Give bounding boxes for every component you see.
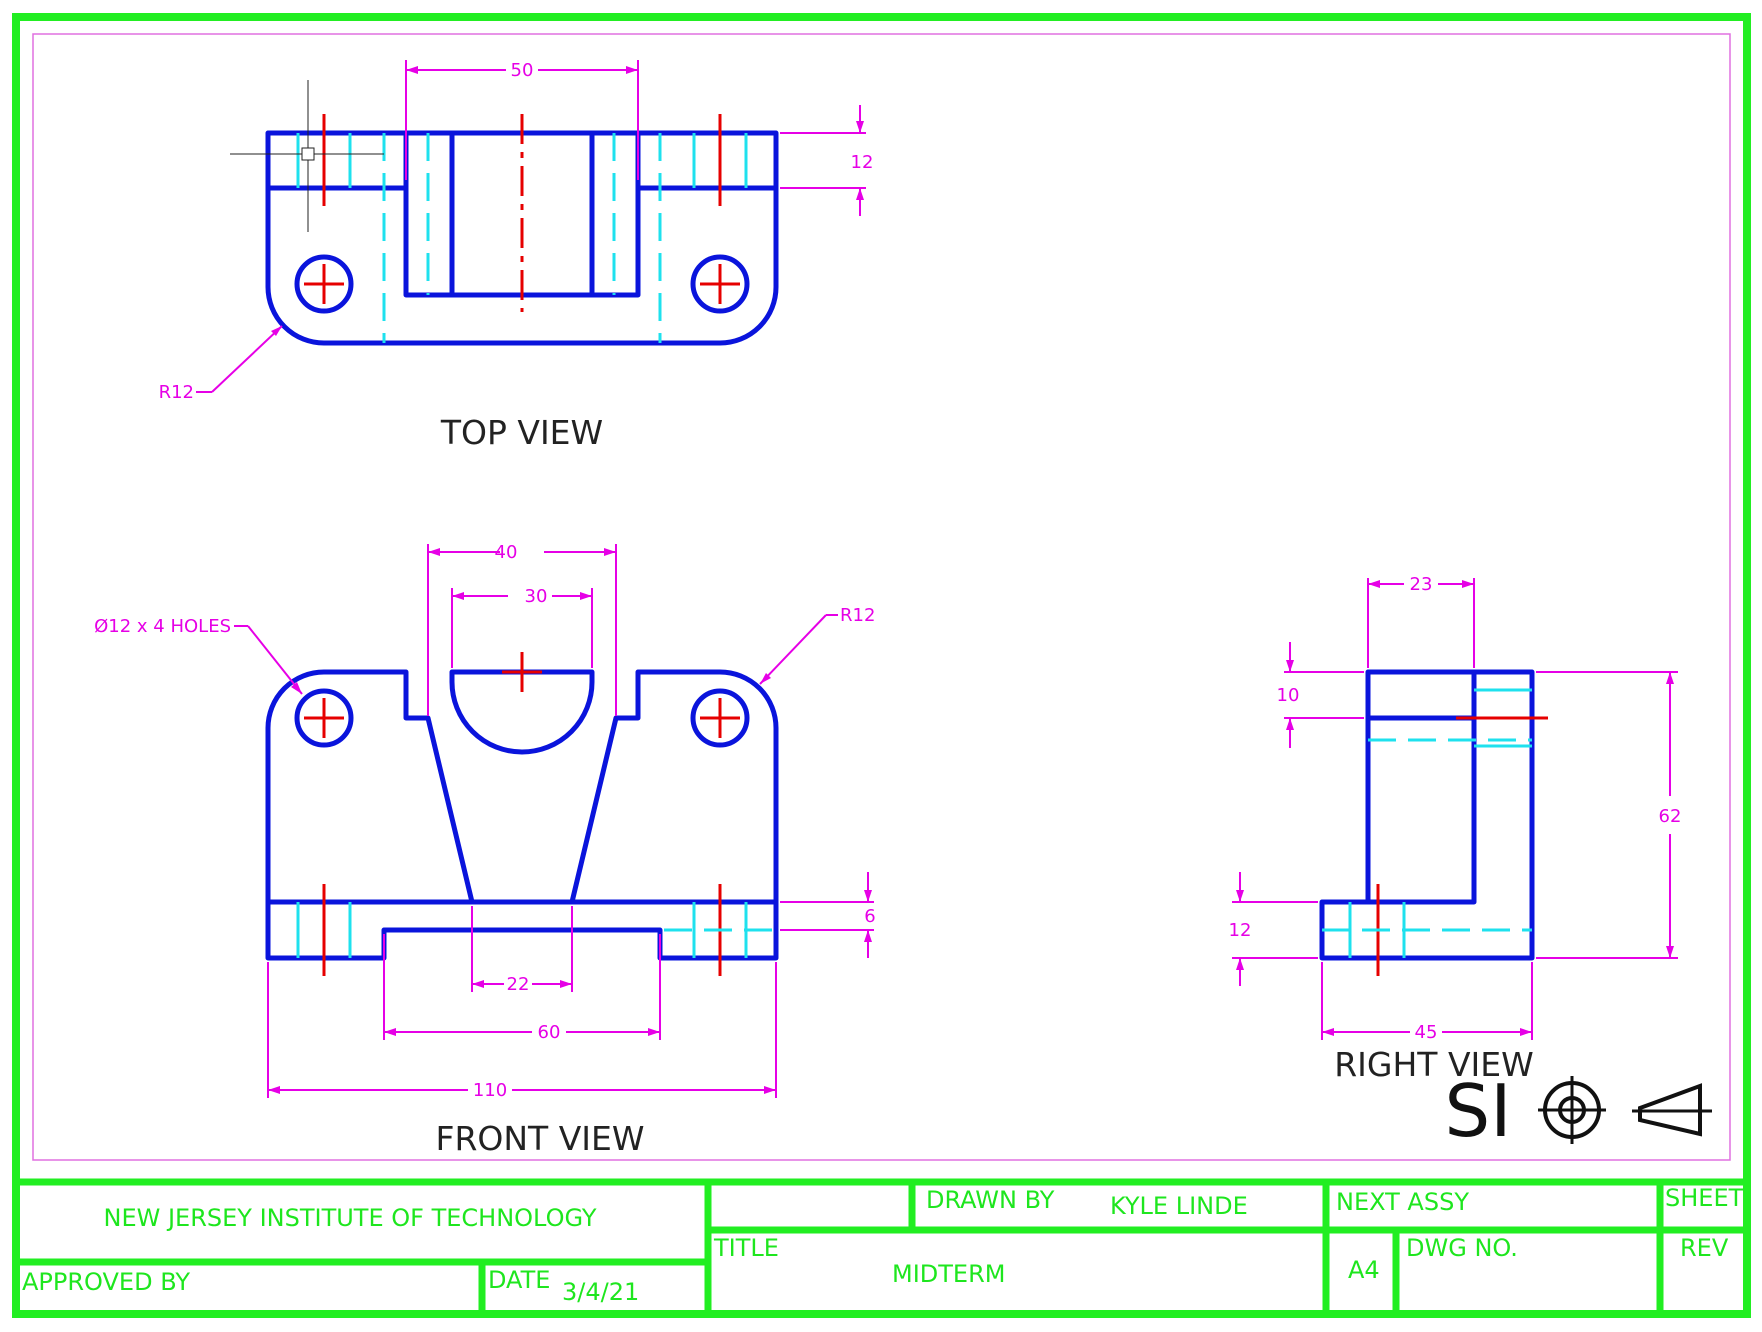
dim-right-base: 12 [1229,920,1252,941]
right-view-label: RIGHT VIEW [1334,1045,1533,1084]
dim-right-height: 62 [1659,806,1682,827]
dim-front-outer: 40 [495,542,518,563]
rev-label: REV [1680,1234,1729,1262]
top-hole-left [294,254,354,314]
dim-front-holes: Ø12 x 4 HOLES [94,616,231,637]
dim-right-width: 45 [1415,1022,1438,1043]
front-hole-right [690,688,750,748]
next-assy-label: NEXT ASSY [1336,1188,1469,1216]
dim-front-radius: R12 [840,605,875,626]
dim-front-total: 110 [473,1080,507,1101]
top-view-dimensions: 50 12 R12 [159,60,874,403]
date-label: DATE [488,1266,550,1294]
approved-by-label: APPROVED BY [22,1268,190,1296]
dim-front-inner: 30 [525,586,548,607]
drawn-by-label: DRAWN BY [926,1186,1055,1214]
outer-border [12,13,1751,1318]
sheet-label: SHEET [1665,1184,1744,1212]
title-value: MIDTERM [892,1260,1005,1288]
dim-top-depth: 12 [851,152,874,173]
right-view-dimensions: 23 10 62 12 45 [1229,574,1682,1043]
top-view-outline [265,130,779,346]
drawn-by-value: KYLE LINDE [1110,1192,1248,1220]
drawing-frame [32,33,1731,1161]
dim-front-base-cut: 60 [538,1022,561,1043]
dim-right-cap: 10 [1277,685,1300,706]
si-units-symbol: SI [1445,1069,1512,1153]
top-view-label: TOP VIEW [440,413,603,452]
dim-front-slot: 22 [507,974,530,995]
crosshair-target-icon [1538,1076,1606,1144]
front-view-outline [265,669,779,961]
third-angle-projection-icon [1632,1083,1712,1137]
top-view [230,80,779,346]
dim-right-top: 23 [1410,574,1433,595]
date-value: 3/4/21 [562,1278,639,1306]
front-view [265,652,779,976]
institution-name: NEW JERSEY INSTITUTE OF TECHNOLOGY [103,1204,596,1232]
dwg-no-label: DWG NO. [1406,1234,1518,1262]
size-value: A4 [1348,1256,1380,1284]
front-hole-left [294,688,354,748]
front-view-label: FRONT VIEW [435,1119,644,1158]
top-hole-right [690,254,750,314]
dim-front-step: 6 [864,906,875,927]
right-view-outline [1319,669,1535,961]
title-block: NEW JERSEY INSTITUTE OF TECHNOLOGY APPRO… [16,1178,1747,1314]
dim-top-width: 50 [511,60,534,81]
right-view [1319,669,1548,976]
front-view-dimensions: 40 30 Ø12 x 4 HOLES R12 6 22 60 110 [94,542,876,1101]
front-cradle [449,669,595,755]
dim-top-radius: R12 [159,382,194,403]
title-label: TITLE [713,1234,779,1262]
